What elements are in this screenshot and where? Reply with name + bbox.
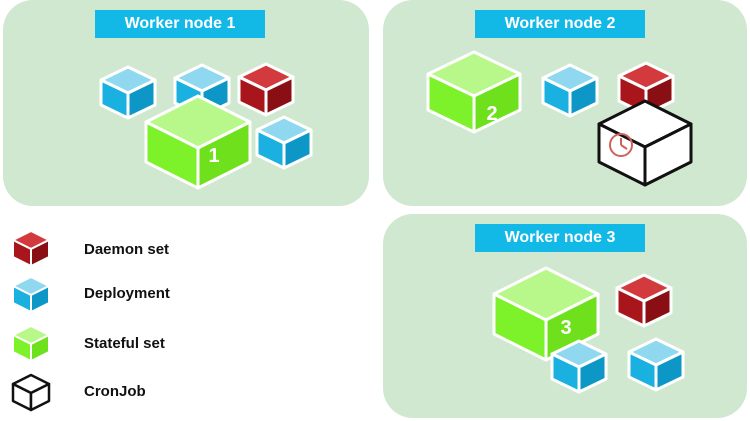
deployment-cube-icon	[255, 115, 313, 170]
deployment-cube-icon	[627, 337, 685, 392]
worker-node-1-title: Worker node 1	[95, 10, 265, 38]
legend-stateful-set-label: Stateful set	[84, 335, 165, 352]
cronjob-cube-icon	[597, 99, 693, 187]
daemon-set-cube-icon	[615, 273, 673, 328]
stateful-set-1-number: 1	[208, 145, 219, 167]
legend-deployment-icon	[12, 276, 50, 313]
clock-icon	[609, 133, 633, 157]
stateful-set-2-number: 2	[486, 103, 497, 125]
stateful-set-cube-icon: 2	[426, 50, 522, 134]
legend-daemon-set-icon	[12, 230, 50, 267]
legend-stateful-set-icon	[12, 325, 50, 362]
deployment-cube-icon	[550, 339, 608, 394]
worker-node-3-title: Worker node 3	[475, 224, 645, 252]
deployment-cube-icon	[541, 63, 599, 118]
legend-cronjob-icon	[11, 373, 51, 412]
deployment-cube-icon	[99, 65, 157, 120]
legend-deployment-label: Deployment	[84, 285, 170, 302]
worker-node-2-title: Worker node 2	[475, 10, 645, 38]
daemon-set-cube-icon	[237, 62, 295, 117]
legend-daemon-set-label: Daemon set	[84, 241, 170, 258]
stateful-set-cube-icon: 3	[492, 266, 600, 362]
stateful-set-3-number: 3	[560, 317, 571, 339]
legend-cronjob-label: CronJob	[84, 383, 146, 400]
stateful-set-cube-icon: 1	[144, 94, 252, 190]
